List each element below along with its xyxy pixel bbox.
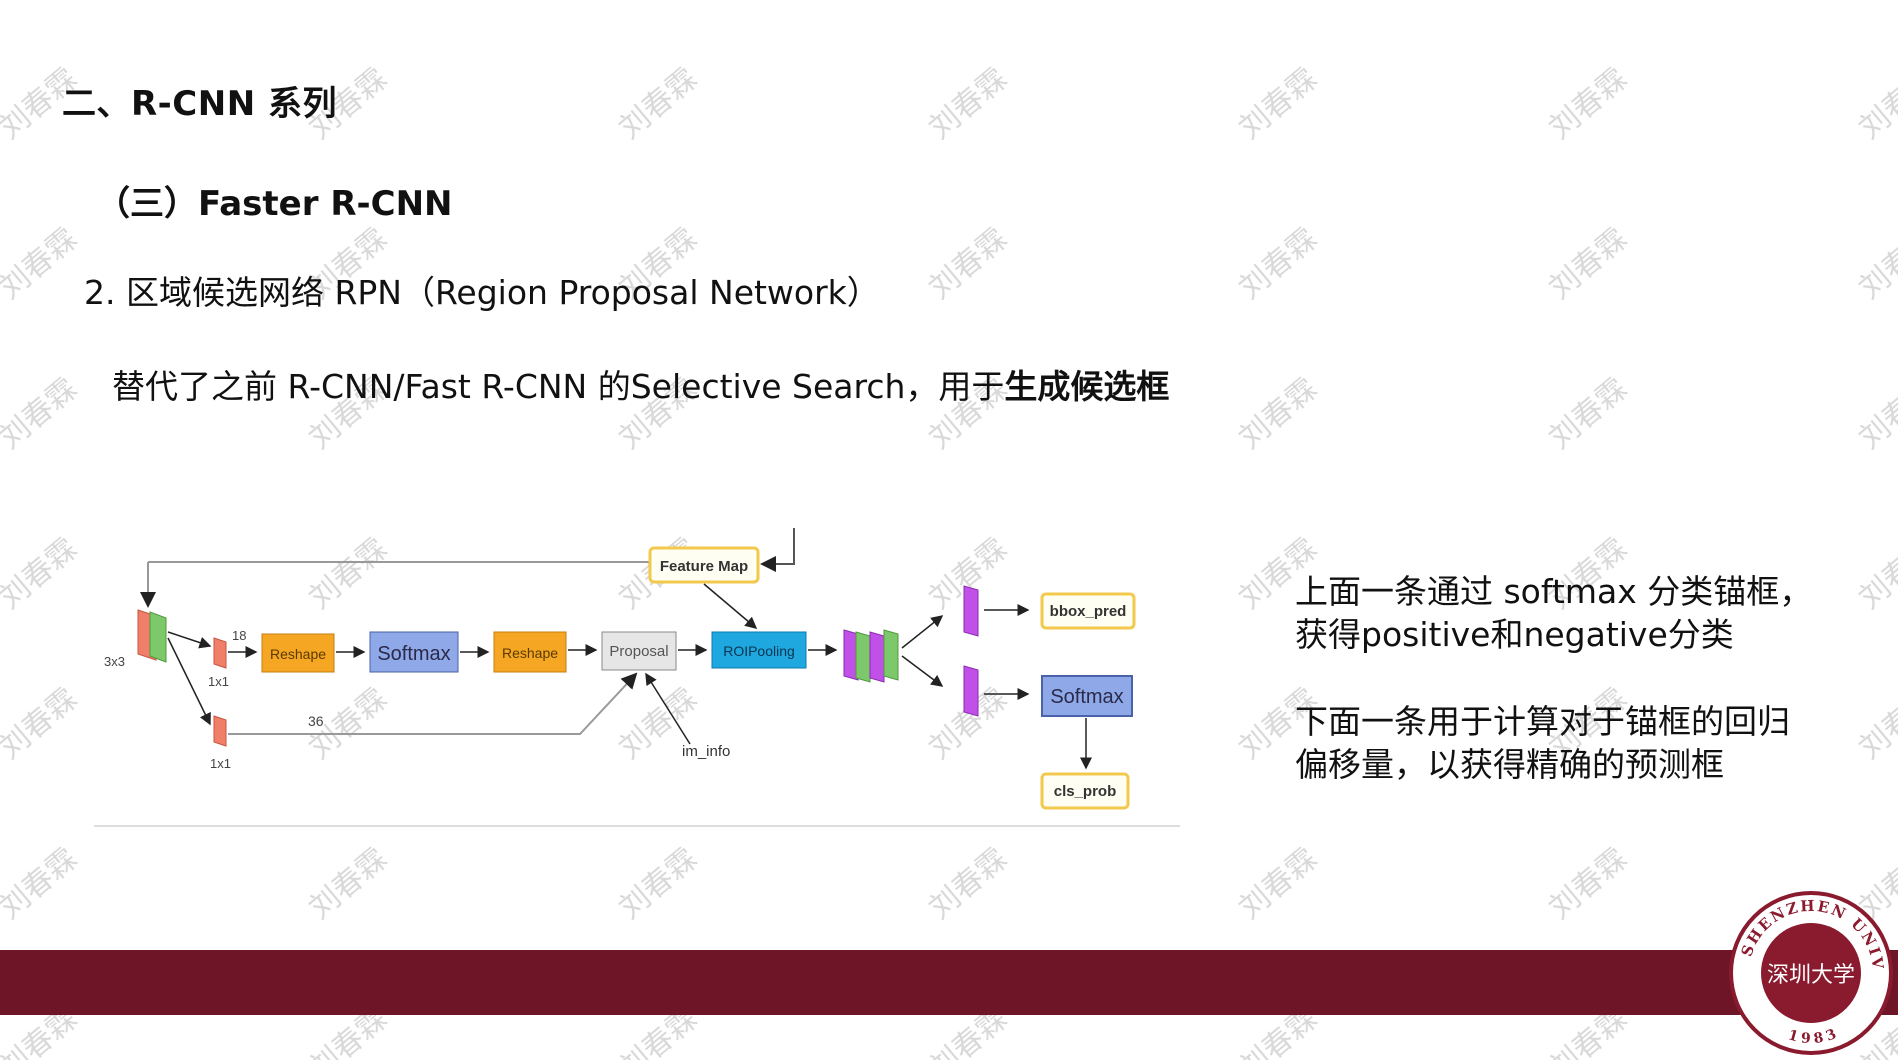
note-bottom: 下面一条用于计算对于锚框的回归 偏移量，以获得精确的预测框 xyxy=(1295,700,1790,786)
section-heading: 二、R-CNN 系列 xyxy=(62,84,337,124)
label-18: 18 xyxy=(232,628,246,643)
note-top: 上面一条通过 softmax 分类锚框， 获得positive和negative… xyxy=(1295,570,1812,656)
watermark-text: 刘春霖 xyxy=(0,531,84,616)
bbox-pred-box xyxy=(1040,592,1136,630)
watermark-text: 刘春霖 xyxy=(0,221,84,306)
edge-fc-to-bottom xyxy=(901,655,944,687)
label-3x3: 3x3 xyxy=(104,654,125,669)
fc-layer-2 xyxy=(855,631,871,683)
edge-featuremap-roipooling xyxy=(703,583,758,629)
svg-text:1983: 1983 xyxy=(1786,1025,1842,1047)
conv-1x1-bottom xyxy=(213,715,227,747)
note-bottom-line-2: 偏移量，以获得精确的预测框 xyxy=(1295,745,1724,784)
edge-to-featuremap xyxy=(760,528,795,572)
softmax-2-box xyxy=(1041,675,1133,717)
roipooling-label: ROIPooling xyxy=(723,643,795,659)
conv-1x1-top xyxy=(213,637,227,669)
fc-cls-layer xyxy=(963,665,979,717)
feature-map-label: Feature Map xyxy=(660,558,748,575)
feature-map-box xyxy=(648,546,760,584)
watermark-text: 刘春霖 xyxy=(1853,371,1898,456)
softmax-1-box xyxy=(369,631,459,673)
reshape-1-label: Reshape xyxy=(270,646,326,662)
watermark-text: 刘春霖 xyxy=(923,221,1014,306)
watermark-text: 刘春霖 xyxy=(1853,221,1898,306)
watermark-text: 刘春霖 xyxy=(0,841,84,926)
sub-heading: （三）Faster R-CNN xyxy=(96,184,453,224)
watermark-text: 刘春霖 xyxy=(1543,61,1634,146)
reshape-2-label: Reshape xyxy=(502,645,558,661)
input-layer-green xyxy=(149,611,167,663)
logo-center-text: 深圳大学 xyxy=(1767,963,1855,988)
watermark-text: 刘春霖 xyxy=(303,841,394,926)
label-1x1-top: 1x1 xyxy=(208,674,229,689)
fc-layer-1 xyxy=(843,629,859,681)
item-title: 2. 区域候选网络 RPN（Region Proposal Network） xyxy=(84,273,880,312)
watermark-text: 刘春霖 xyxy=(1543,221,1634,306)
note-top-line-1: 上面一条通过 softmax 分类锚框， xyxy=(1295,572,1813,611)
softmax-1-label: Softmax xyxy=(377,643,450,665)
rpn-diagram: 3x3 18 1x1 Reshape Softmax Reshape Propo… xyxy=(94,528,1180,827)
im-info-label: im_info xyxy=(682,743,730,760)
watermark-text: 刘春霖 xyxy=(1853,681,1898,766)
edge-to-bottom-branch xyxy=(167,637,211,726)
watermark-text: 刘春霖 xyxy=(1543,841,1634,926)
logo-year: 1983 xyxy=(1786,1025,1838,1047)
roipooling-box xyxy=(711,631,807,669)
fc-bbox-layer xyxy=(963,585,979,637)
watermark-text: 刘春霖 xyxy=(1233,221,1324,306)
label-36: 36 xyxy=(308,713,324,729)
watermark-text: 刘春霖 xyxy=(1853,531,1898,616)
watermark-text: 刘春霖 xyxy=(923,841,1014,926)
watermark-text: 刘春霖 xyxy=(1233,841,1324,926)
fc-layer-3 xyxy=(869,631,885,683)
watermark-text: 刘春霖 xyxy=(613,841,704,926)
note-top-line-2: 获得positive和negative分类 xyxy=(1295,615,1734,654)
watermark-text: 刘春霖 xyxy=(923,61,1014,146)
edge-to-top-branch xyxy=(167,631,212,649)
watermark-text: 刘春霖 xyxy=(0,371,84,456)
reshape-1-box xyxy=(261,633,335,673)
cls-prob-label: cls_prob xyxy=(1054,783,1117,800)
watermark-text: 刘春霖 xyxy=(0,681,84,766)
watermark-text: 刘春霖 xyxy=(1233,61,1324,146)
watermark-text: 刘春霖 xyxy=(1233,371,1324,456)
edge-iminfo-to-proposal xyxy=(645,672,691,745)
description: 替代了之前 R-CNN/Fast R-CNN 的Selective Search… xyxy=(112,360,1169,408)
watermark-text: 刘春霖 xyxy=(613,61,704,146)
description-prefix: 替代了之前 R-CNN/Fast R-CNN 的Selective Search… xyxy=(112,367,1005,406)
cls-prob-box xyxy=(1040,772,1130,810)
softmax-2-label: Softmax xyxy=(1050,686,1123,708)
fc-layer-4 xyxy=(883,629,899,681)
note-bottom-line-1: 下面一条用于计算对于锚框的回归 xyxy=(1295,702,1790,741)
university-logo: SHENZHEN UNIVERSITY 1983 深圳大学 xyxy=(1728,890,1893,1055)
edge-bbox-to-proposal xyxy=(228,672,638,735)
watermark-text: 刘春霖 xyxy=(1543,371,1634,456)
proposal-label: Proposal xyxy=(609,643,668,660)
footer-band xyxy=(0,950,1898,1015)
description-emphasis: 生成候选框 xyxy=(1004,367,1170,406)
edge-fc-to-top xyxy=(901,615,944,649)
watermark-text: 刘春霖 xyxy=(1853,61,1898,146)
proposal-box xyxy=(601,631,677,671)
label-1x1-bottom: 1x1 xyxy=(210,756,231,771)
bbox-pred-label: bbox_pred xyxy=(1050,603,1127,620)
reshape-2-box xyxy=(493,631,567,673)
